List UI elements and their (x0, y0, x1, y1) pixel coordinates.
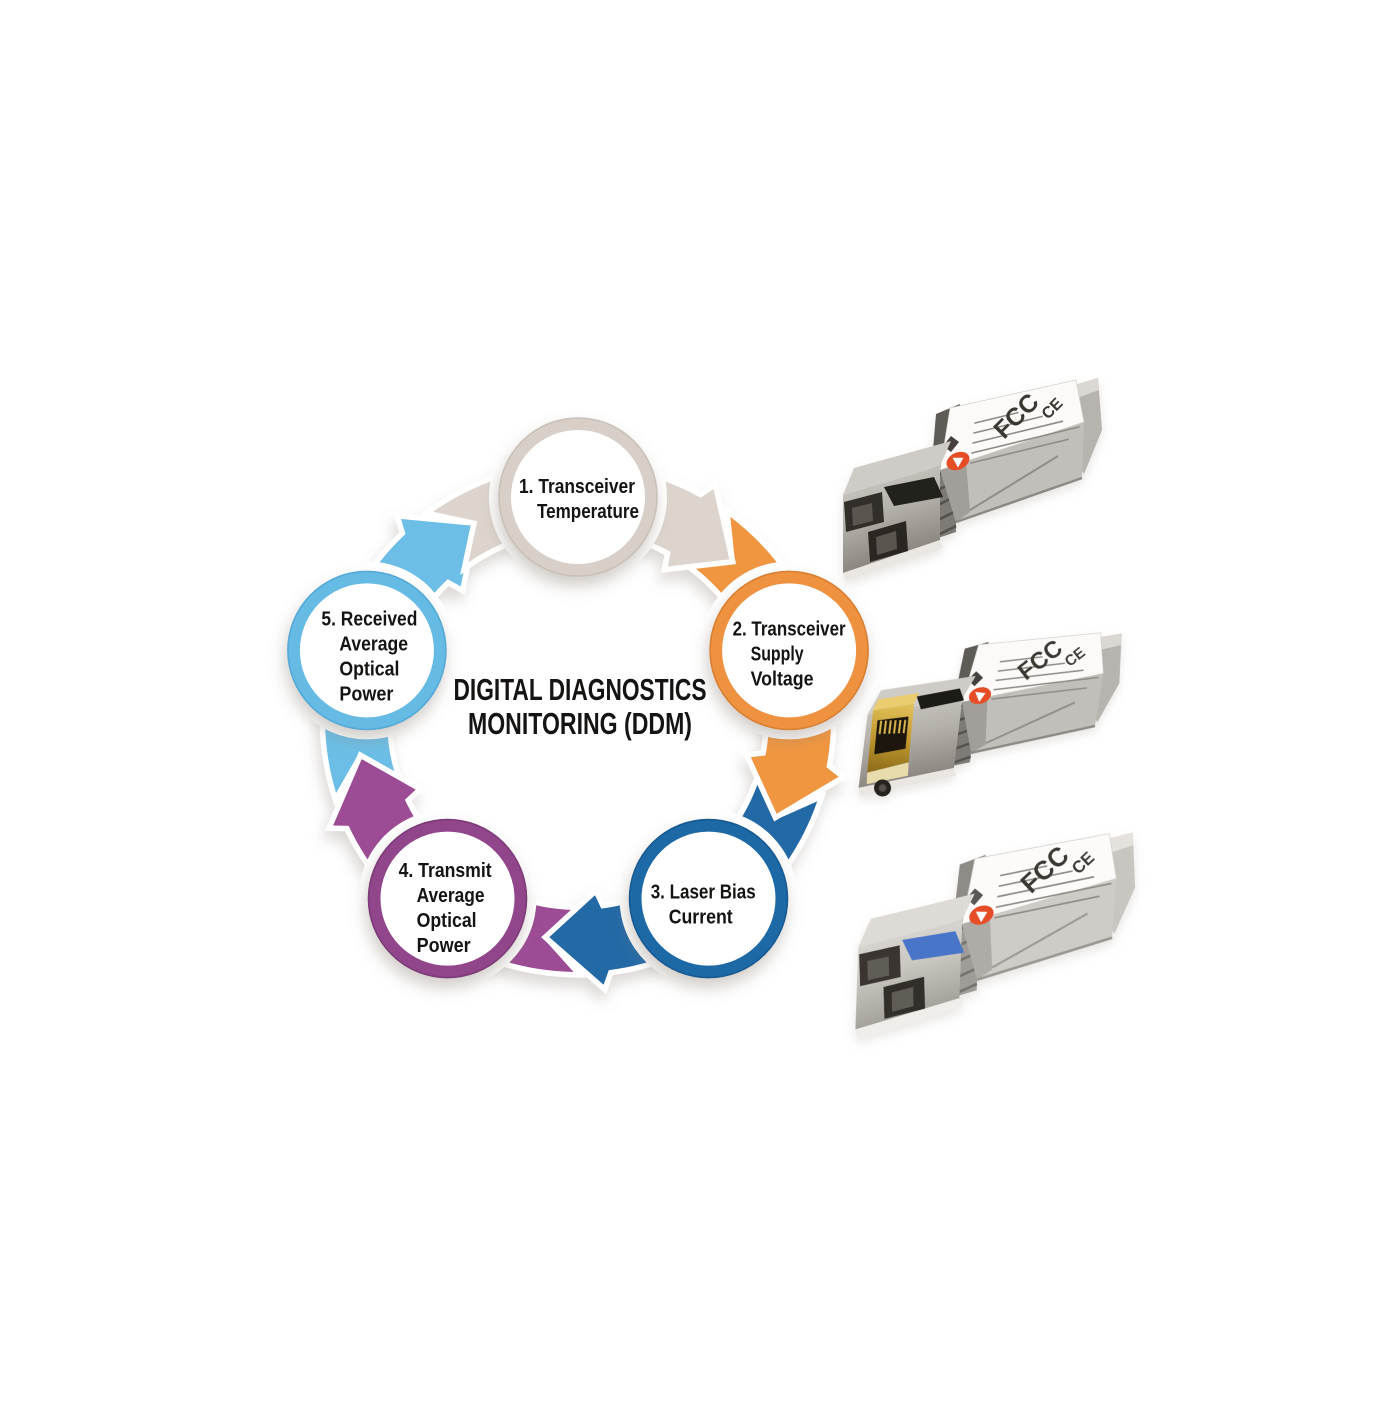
svg-text:Average: Average (417, 885, 485, 907)
svg-text:5. Received: 5. Received (321, 609, 417, 631)
svg-text:Optical: Optical (339, 659, 399, 681)
svg-text:MONITORING (DDM): MONITORING (DDM) (468, 706, 692, 741)
svg-text:Voltage: Voltage (751, 669, 814, 691)
svg-text:Supply: Supply (751, 644, 805, 666)
svg-text:DIGITAL DIAGNOSTICS: DIGITAL DIAGNOSTICS (454, 672, 707, 707)
svg-text:Current: Current (669, 907, 733, 929)
svg-text:2. Transceiver: 2. Transceiver (733, 619, 846, 641)
svg-text:3. Laser Bias: 3. Laser Bias (651, 882, 756, 904)
svg-text:Temperature: Temperature (537, 501, 639, 523)
svg-text:Power: Power (417, 935, 471, 957)
svg-text:1. Transceiver: 1. Transceiver (519, 476, 635, 498)
svg-text:Optical: Optical (417, 910, 477, 932)
svg-text:Power: Power (339, 684, 393, 706)
svg-text:Average: Average (339, 634, 408, 656)
svg-text:4. Transmit: 4. Transmit (399, 860, 492, 882)
